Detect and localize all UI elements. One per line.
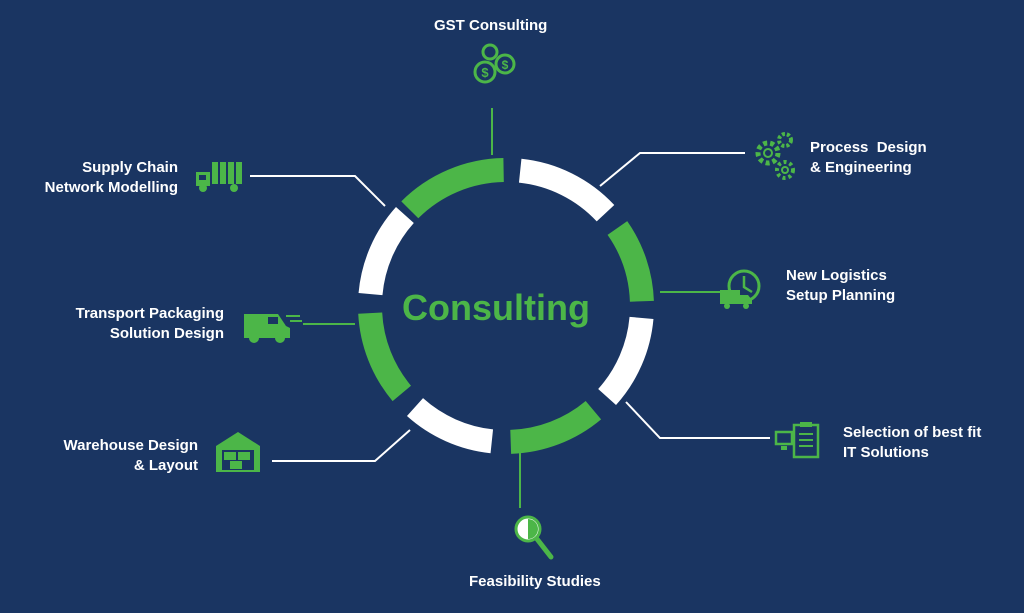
label-process: Process Design & Engineering [810, 138, 927, 178]
clock-truck-icon [720, 269, 761, 309]
label-logistics-line-1: New Logistics [786, 267, 887, 284]
connector-it [625, 401, 770, 439]
label-gst: GST Consulting [434, 16, 547, 36]
label-feasibility: Feasibility Studies [469, 572, 601, 592]
label-warehouse-line-1: Warehouse Design [63, 437, 198, 454]
label-logistics-line-2: Setup Planning [786, 287, 896, 304]
gears-icon [755, 132, 795, 180]
ring-segment-transport [358, 312, 412, 402]
ring-segment-warehouse [406, 397, 494, 454]
connector-warehouse [272, 429, 411, 462]
label-warehouse: Warehouse Design & Layout [26, 436, 198, 476]
ring-segment-logistics [607, 221, 654, 303]
clipboard-monitor-icon [774, 422, 820, 459]
ring-segment-feasibility [509, 400, 602, 454]
label-supply-line-1: Supply Chain [82, 159, 178, 176]
label-process-line-2: & Engineering [810, 159, 912, 176]
label-feasibility-line-1: Feasibility Studies [469, 573, 601, 590]
ring [358, 158, 654, 454]
connector-supply [250, 175, 386, 207]
label-supply: Supply Chain Network Modelling [10, 158, 178, 198]
label-logistics: New Logistics Setup Planning [786, 266, 895, 306]
ring-segment-it [597, 316, 654, 406]
label-gst-line-1: GST Consulting [434, 17, 548, 34]
label-transport-line-1: Transport Packaging [75, 305, 224, 322]
dollar-coins-icon: $ $ [473, 43, 516, 84]
truck-icon [196, 162, 242, 192]
label-it-line-2: IT Solutions [843, 444, 929, 461]
van-icon [244, 314, 302, 343]
label-it: Selection of best fit IT Solutions [843, 423, 981, 463]
ring-segment-supply [358, 206, 415, 296]
label-supply-line-2: Network Modelling [44, 179, 178, 196]
svg-text:$: $ [502, 58, 509, 72]
magnifier-icon [514, 515, 554, 560]
label-transport: Transport Packaging Solution Design [30, 304, 224, 344]
label-it-line-1: Selection of best fit [843, 424, 982, 441]
ring-segment-process [518, 158, 615, 222]
svg-text:$: $ [481, 65, 489, 80]
label-process-line-1: Process Design [810, 139, 927, 156]
warehouse-icon [216, 432, 260, 472]
center-title: Consulting [402, 287, 590, 328]
ring-segment-gst [401, 158, 505, 219]
connectors [250, 108, 770, 508]
connector-process [599, 152, 745, 187]
label-transport-line-2: Solution Design [109, 325, 224, 342]
label-warehouse-line-2: & Layout [133, 457, 198, 474]
